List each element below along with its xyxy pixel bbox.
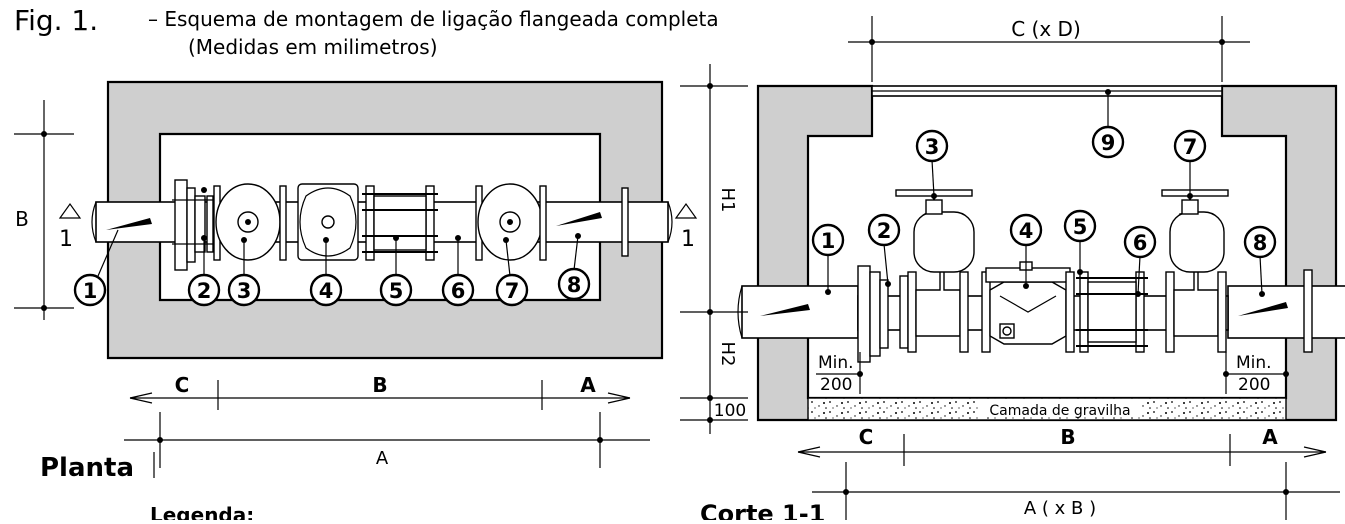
plan-callout-7 <box>495 273 529 307</box>
plan-callout-3 <box>227 273 261 307</box>
section-min-left-label: Min. <box>818 353 854 373</box>
section-part-2-flange <box>857 265 871 363</box>
plan-flow-arrow-right <box>556 212 602 226</box>
section-callout-1-label: 1 <box>821 229 836 253</box>
plan-part-5-joint <box>362 185 438 261</box>
section-callout-7 <box>1173 129 1207 163</box>
plan-callout-8 <box>557 267 591 301</box>
plan-callout-4 <box>309 273 343 307</box>
plan-callout-2-label: 2 <box>197 279 212 303</box>
section-callout-9-label: 9 <box>1101 131 1116 155</box>
section-pipe-right <box>1227 285 1345 339</box>
section-gravel-label: Camada de gravilha <box>989 403 1130 419</box>
plan-callout-1 <box>73 273 107 307</box>
plan-section-mark-right-label: 1 <box>681 227 695 252</box>
figure-subtitle: (Medidas em milimetros) <box>188 35 438 59</box>
plan-view-label: Planta <box>40 453 134 483</box>
plan-callout-8-label: 8 <box>567 273 582 297</box>
section-pipe-left <box>741 285 859 339</box>
section-callout-1 <box>811 223 845 257</box>
section-zone-b-label: B <box>1060 425 1075 449</box>
plan-callout-4-label: 4 <box>319 279 334 303</box>
legend-title: Legenda: <box>150 503 254 520</box>
plan-section-marker-right <box>674 202 698 219</box>
plan-zone-a-label: A <box>580 373 596 397</box>
section-dim-top-label: C (x D) <box>1011 17 1081 41</box>
plan-section-marker-left <box>58 202 82 219</box>
section-callout-2 <box>867 213 901 247</box>
section-min-right-label: Min. <box>1236 353 1272 373</box>
section-view: C (x D) Camada de gravilha <box>680 16 1345 524</box>
section-zone-c-label: C <box>859 425 874 449</box>
plan-callout-2 <box>187 273 221 307</box>
section-dim-gravel-label: 100 <box>714 401 746 421</box>
section-chamber-walls <box>756 84 1338 422</box>
plan-view: 1 2 3 4 5 6 7 8 1 1 B C B A <box>14 80 698 524</box>
plan-dim-width-label: B <box>15 207 29 231</box>
plan-callout-6 <box>441 273 475 307</box>
figure-number: Fig. 1. <box>14 4 98 37</box>
section-callout-6-label: 6 <box>1133 231 1148 255</box>
section-min-left-value: 200 <box>820 375 852 395</box>
section-dim-bottom-label: A ( x B ) <box>1024 498 1096 519</box>
figure-title: – Esquema de montagem de ligação flangea… <box>148 7 719 31</box>
section-part-7-handwheel <box>1161 189 1229 197</box>
section-callout-9 <box>1091 125 1125 159</box>
plan-flow-arrow-left <box>106 218 152 230</box>
plan-part-2-flange <box>174 179 188 271</box>
plan-callout-1-label: 1 <box>83 279 98 303</box>
section-dim-h2-label: H2 <box>717 342 738 367</box>
section-callout-6 <box>1123 225 1157 259</box>
section-part-5-joint <box>1076 271 1148 353</box>
plan-callout-7-label: 7 <box>505 279 520 303</box>
plan-callout-5-label: 5 <box>389 279 404 303</box>
section-zone-a-label: A <box>1262 425 1278 449</box>
section-callout-8 <box>1243 225 1277 259</box>
plan-zone-b-label: B <box>372 373 387 397</box>
section-callout-2-label: 2 <box>877 219 892 243</box>
section-callout-4 <box>1009 213 1043 247</box>
section-callout-5-label: 5 <box>1073 215 1088 239</box>
section-callout-5 <box>1063 209 1097 243</box>
plan-callout-3-label: 3 <box>237 279 252 303</box>
section-min-right-value: 200 <box>1238 375 1270 395</box>
section-callout-3 <box>915 129 949 163</box>
plan-callout-5 <box>379 273 413 307</box>
section-dim-h1-label: H1 <box>717 188 738 213</box>
section-callout-3-label: 3 <box>925 135 940 159</box>
section-callout-4-label: 4 <box>1019 219 1034 243</box>
section-part-3-valve <box>913 211 975 273</box>
section-callout-8-label: 8 <box>1253 231 1268 255</box>
plan-section-mark-left-label: 1 <box>59 227 73 252</box>
section-callout-7-label: 7 <box>1183 135 1198 159</box>
plan-chamber-walls <box>106 80 664 360</box>
plan-dim-length-label: A <box>376 448 389 469</box>
section-view-label: Corte 1-1 <box>700 500 825 520</box>
section-part-7-valve <box>1169 211 1225 273</box>
plan-zone-c-label: C <box>175 373 190 397</box>
plan-callout-6-label: 6 <box>451 279 466 303</box>
